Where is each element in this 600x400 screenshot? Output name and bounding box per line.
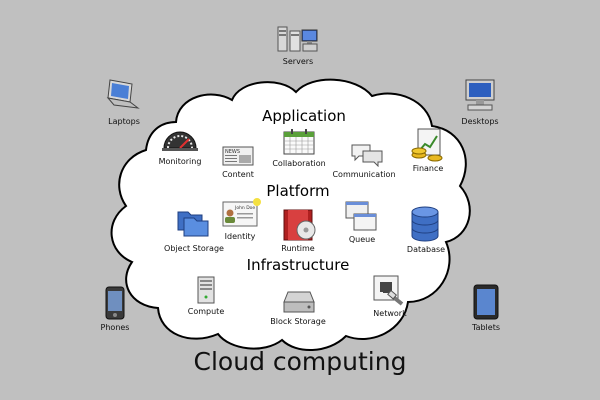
database-label: Database (406, 245, 446, 254)
server-tower-icon (197, 276, 215, 304)
communication-label: Communication (332, 170, 396, 179)
monitoring-label: Monitoring (158, 157, 202, 166)
laptop-icon (106, 79, 140, 109)
content-label: Content (222, 170, 254, 179)
gauge-icon (162, 131, 198, 151)
application-heading: Application (262, 107, 346, 125)
newspaper-icon: NEWS (222, 146, 254, 166)
runtime-icon (283, 209, 316, 241)
phone-icon (105, 286, 125, 320)
servers-label: Servers (282, 57, 314, 66)
block-storage-label: Block Storage (270, 317, 326, 326)
database-icon (411, 206, 439, 242)
id-card-name: John Doe (234, 205, 255, 211)
finance-icon (411, 128, 443, 162)
object-storage-label: Object Storage (164, 244, 224, 253)
platform-heading: Platform (266, 182, 330, 200)
folder-icon (177, 211, 209, 237)
desktop-icon (465, 79, 495, 111)
servers-icon (277, 26, 318, 52)
runtime-label: Runtime (281, 244, 315, 253)
speech-bubbles-icon (351, 144, 383, 167)
newspaper-text: NEWS (225, 149, 240, 155)
queue-icon (345, 201, 377, 231)
desktops-label: Desktops (461, 117, 499, 126)
tablet-icon (473, 284, 499, 320)
phones-label: Phones (100, 323, 130, 332)
collaboration-label: Collaboration (272, 159, 326, 168)
laptops-label: Laptops (108, 117, 140, 126)
hard-drive-icon (283, 291, 315, 313)
tablets-label: Tablets (472, 323, 500, 332)
calendar-icon (283, 129, 315, 155)
network-port-icon (373, 275, 404, 306)
infrastructure-heading: Infrastructure (246, 256, 350, 274)
queue-label: Queue (348, 235, 376, 244)
compute-label: Compute (187, 307, 225, 316)
finance-label: Finance (412, 164, 444, 173)
diagram-title: Cloud computing (193, 347, 407, 376)
id-card-icon: John Doe (222, 198, 261, 227)
identity-label: Identity (224, 232, 256, 241)
network-label: Network (373, 309, 407, 318)
